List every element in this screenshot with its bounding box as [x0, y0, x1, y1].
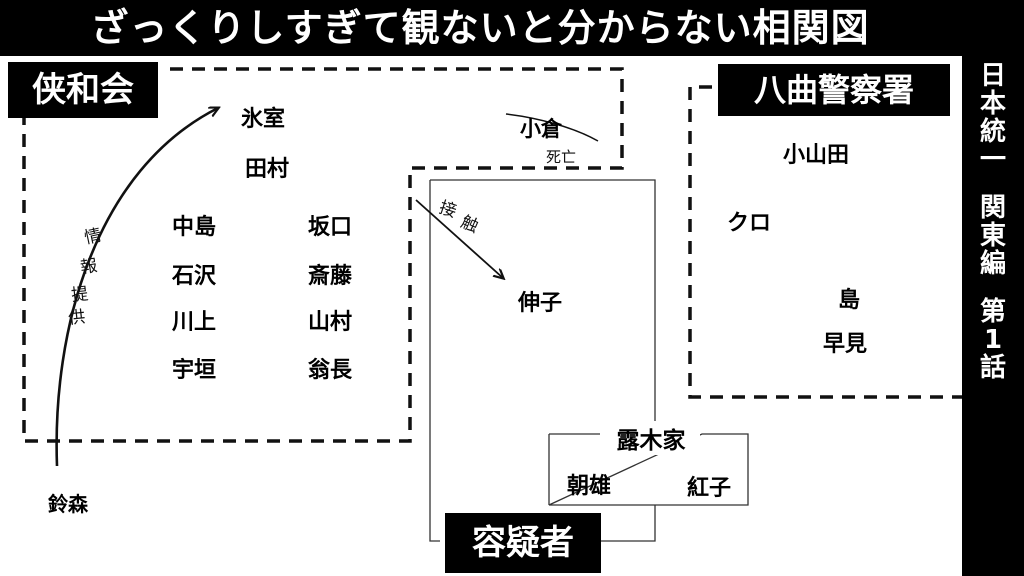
kyowakai-dashed-border — [22, 67, 624, 443]
member-nobuko: 伸子 — [518, 291, 563, 316]
member-himuro: 氷室 — [241, 107, 286, 132]
member-ogura: 小倉 — [520, 117, 562, 141]
info-label-char: 報 — [79, 255, 99, 279]
member-nakajima: 中島 — [172, 215, 217, 240]
page-title: ざっくりしすぎて観ないと分からない相関図 — [90, 6, 870, 50]
side-caption-char: 編 — [979, 249, 1006, 279]
side-caption-char: 関 — [979, 193, 1006, 223]
member-ugaki: 宇垣 — [172, 358, 217, 383]
side-caption-bar — [962, 56, 1024, 576]
member-hayami: 早見 — [823, 332, 868, 357]
side-caption-char: 一 — [979, 145, 1006, 175]
side-caption-char: 東 — [979, 221, 1006, 251]
suspects-label: 容疑者 — [445, 513, 601, 573]
title-bar — [0, 0, 1024, 56]
hachikyoku-label: 八曲警察署 — [718, 64, 950, 116]
member-shima: 島 — [838, 288, 861, 313]
side-caption-char: 本 — [979, 89, 1006, 119]
member-kawakami: 川上 — [172, 310, 217, 335]
member-kuro: クロ — [727, 211, 772, 236]
hachikyoku-dashed-border — [688, 85, 962, 399]
info-label-char: 供 — [67, 307, 87, 329]
member-yamamura: 山村 — [308, 310, 353, 335]
member-ishizawa: 石沢 — [172, 264, 217, 289]
member-beniko: 紅子 — [687, 476, 732, 501]
deceased-note: 死亡 — [546, 148, 577, 166]
kyowakai-label: 侠和会 — [8, 62, 158, 118]
side-caption-char: 第 — [979, 297, 1006, 327]
suspects-frame — [429, 179, 656, 542]
tsuyuki-frame — [548, 433, 749, 506]
side-caption-char: 日 — [979, 61, 1006, 91]
member-saito: 斎藤 — [308, 264, 353, 289]
member-oyamada: 小山田 — [783, 143, 850, 168]
member-onaga: 翁長 — [308, 358, 353, 383]
member-suzumori: 鈴森 — [48, 492, 88, 516]
side-caption: 日 本 統 一 関 東 編 第 1 話 — [966, 62, 1020, 382]
member-tamura: 田村 — [245, 157, 290, 182]
contact-arrow — [415, 199, 503, 278]
member-sakaguchi: 坂口 — [308, 215, 353, 240]
side-caption-char: 1 — [983, 325, 1003, 355]
member-asao: 朝雄 — [567, 474, 612, 499]
tsuyuki-label: 露木家 — [602, 421, 700, 455]
info-arrow — [55, 108, 218, 467]
deceased-strike — [505, 113, 599, 142]
side-caption-char: 話 — [979, 353, 1006, 383]
side-caption-char: 統 — [979, 117, 1006, 147]
